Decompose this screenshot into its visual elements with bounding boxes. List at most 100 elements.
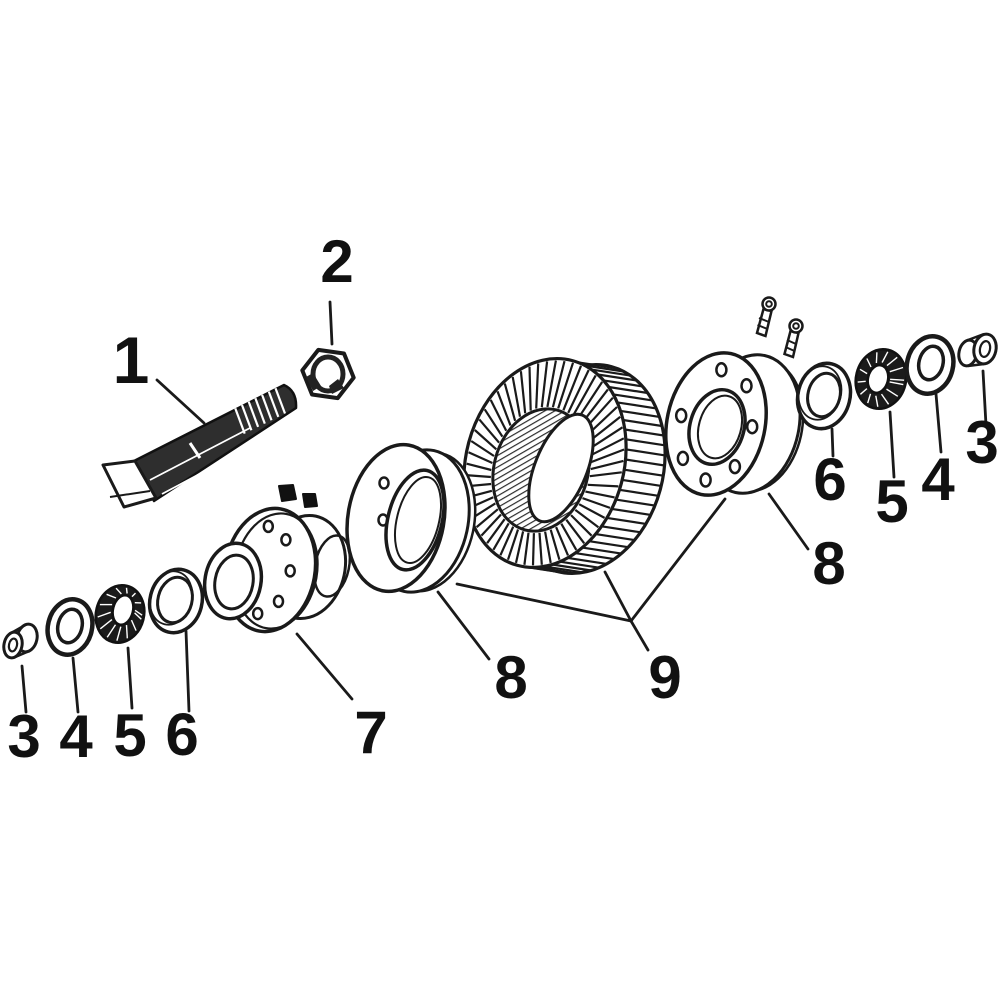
face-tooth-line bbox=[589, 426, 624, 450]
leader-lines bbox=[20, 300, 988, 714]
roller-tick bbox=[115, 587, 122, 595]
leader-9-label bbox=[629, 619, 650, 652]
face-tooth-line bbox=[551, 360, 566, 408]
part-1-hex-bolt bbox=[101, 383, 298, 509]
roller-tick bbox=[97, 611, 111, 618]
part-6-seal-right bbox=[795, 361, 853, 431]
part-6-seal-left bbox=[147, 567, 205, 635]
face-tooth-line bbox=[538, 532, 543, 565]
leader-7 bbox=[295, 632, 354, 701]
face-tooth-line bbox=[567, 369, 590, 414]
thread-line bbox=[254, 397, 266, 424]
rim-tooth-line bbox=[608, 385, 648, 395]
bolt-thread-lines bbox=[234, 387, 287, 434]
rim-tooth-line bbox=[620, 409, 660, 418]
face-tooth-line bbox=[514, 531, 525, 564]
face-tooth-line bbox=[590, 459, 624, 471]
roller-tick bbox=[875, 352, 878, 364]
callout-label-7: 7 bbox=[354, 699, 387, 766]
callout-label-6-right: 6 bbox=[813, 446, 846, 513]
bearing-rollers-right bbox=[857, 351, 905, 407]
face-tooth-line bbox=[589, 471, 622, 478]
face-tooth-line bbox=[590, 437, 625, 457]
part-4-washer-right bbox=[904, 334, 956, 396]
face-tooth-line bbox=[546, 360, 557, 408]
part-3-bushing-left bbox=[2, 622, 39, 660]
face-tooth-line bbox=[582, 497, 611, 509]
leader-4-right bbox=[934, 392, 943, 454]
face-tooth-line bbox=[474, 429, 498, 451]
face-tooth-line bbox=[480, 513, 502, 537]
roller-tick bbox=[106, 593, 117, 599]
rim-tooth-line bbox=[615, 498, 656, 507]
part-8-retainer-right bbox=[664, 351, 805, 497]
face-tooth-line bbox=[585, 490, 615, 499]
part-2-hex-nut bbox=[300, 347, 356, 401]
rim-tooth-line bbox=[577, 361, 617, 370]
rim-tooth-line bbox=[624, 428, 664, 437]
roller-tick bbox=[881, 351, 889, 363]
face-tooth-line bbox=[565, 519, 586, 544]
leader-8-right bbox=[767, 492, 810, 551]
thread-line bbox=[274, 387, 287, 414]
face-tooth-line bbox=[465, 474, 491, 479]
rim-tooth-line bbox=[613, 393, 653, 402]
callout-label-1: 1 bbox=[113, 323, 150, 397]
rim-tooth-line bbox=[625, 458, 665, 467]
hub-bolt-dot bbox=[302, 493, 318, 508]
rim-tooth-line bbox=[559, 560, 600, 569]
roller-tick bbox=[867, 393, 872, 404]
rim-tooth-line bbox=[617, 401, 657, 410]
callout-label-3-right: 3 bbox=[965, 409, 998, 476]
face-tooth-line bbox=[590, 448, 625, 464]
callout-label-5-right: 5 bbox=[875, 468, 908, 535]
hub-hole bbox=[251, 606, 264, 621]
face-tooth-line bbox=[486, 518, 506, 544]
roller-tick bbox=[99, 619, 113, 630]
callout-label-8-left: 8 bbox=[494, 644, 527, 711]
roller-tick bbox=[889, 381, 904, 386]
callout-label-6-left: 6 bbox=[165, 701, 198, 768]
callout-label-9: 9 bbox=[648, 644, 681, 711]
leader-9-gear bbox=[603, 570, 633, 623]
rim-tooth-line bbox=[606, 516, 647, 525]
leader-6-right bbox=[830, 427, 835, 458]
face-tooth-line bbox=[470, 440, 495, 457]
flange-hole bbox=[676, 450, 690, 467]
roller-tick bbox=[130, 619, 137, 631]
rim-tooth-line bbox=[582, 546, 622, 555]
rim-tooth-line bbox=[601, 525, 641, 534]
thread-line bbox=[261, 394, 273, 421]
leader-4-left bbox=[71, 656, 80, 714]
face-tooth-line bbox=[511, 376, 522, 417]
face-tooth-line bbox=[519, 371, 527, 414]
roller-tick bbox=[134, 609, 143, 616]
rim-tooth-line bbox=[619, 488, 659, 497]
face-tooth-line bbox=[557, 362, 575, 409]
rim-tooth-line bbox=[625, 448, 666, 457]
part-4-washer-left bbox=[45, 597, 95, 657]
hub-bolt-dot bbox=[278, 484, 297, 502]
face-tooth-line bbox=[570, 514, 593, 537]
face-tooth-line bbox=[496, 390, 512, 426]
callout-label-4-right: 4 bbox=[921, 446, 955, 513]
face-tooth-line bbox=[574, 509, 600, 529]
leader-2 bbox=[328, 300, 334, 346]
rim-tooth-line bbox=[622, 418, 663, 428]
face-tooth-line bbox=[544, 531, 552, 564]
leader-5-left bbox=[126, 646, 134, 710]
face-tooth-line bbox=[492, 522, 510, 551]
leader-1 bbox=[155, 378, 206, 425]
flange-hole bbox=[740, 378, 753, 394]
roller-tick bbox=[131, 592, 136, 598]
roller-tick bbox=[886, 356, 898, 367]
roller-tick bbox=[859, 368, 868, 375]
roller-tick bbox=[886, 388, 899, 397]
gear-rim-teeth bbox=[513, 361, 666, 575]
hub-hole bbox=[272, 594, 285, 609]
face-tooth-line bbox=[503, 383, 517, 422]
roller-tick bbox=[857, 380, 866, 383]
bolt-holes-right bbox=[674, 362, 759, 488]
